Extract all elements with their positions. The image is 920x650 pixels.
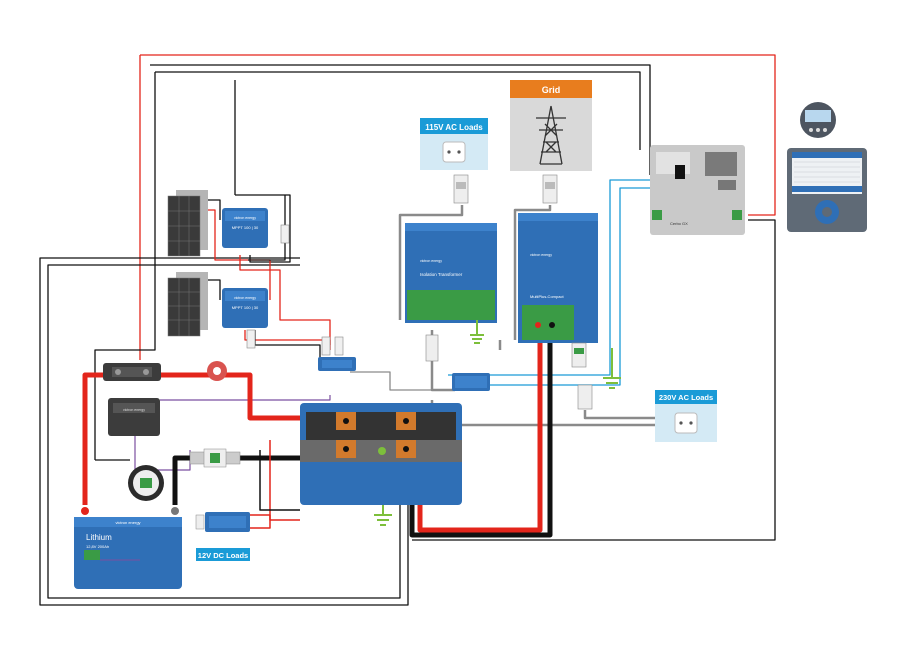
wire-dc-red-main (82, 372, 300, 505)
multiplus-label: MultiPlus-Compact (530, 294, 564, 299)
wire-ac-grey-1 (398, 205, 464, 320)
mppt-2-brand: victron energy (234, 296, 256, 300)
wire-black-right-vert (412, 219, 776, 541)
cerbo-label: Cerbo GX (670, 221, 688, 226)
wire-black-top-mid (248, 195, 286, 261)
mppt-controller-icon-2: MPPT 100 | 30 victron energy (222, 288, 268, 328)
inverter-icon: victron energy MultiPlus-Compact (518, 213, 598, 343)
battery-spec: 12,8V 200Ah (86, 544, 109, 549)
label-text-230v: 230V AC Loads (659, 393, 713, 402)
mppt-controller-icon-dc: victron energy (108, 398, 160, 436)
mppt-controller-icon: MPPT 100 | 30 victron energy (222, 208, 268, 248)
wire-dcload-red2 (250, 514, 271, 529)
wire-black-top-3 (94, 72, 156, 460)
battery-title: Lithium (86, 533, 112, 542)
fuse-icon-dcloads (195, 512, 250, 532)
wire-ac-grey-5 (583, 410, 660, 420)
pylon-icon (536, 105, 566, 165)
dcdc-brand: victron energy (123, 408, 145, 412)
mppt-1-label: MPPT 100 | 30 (232, 225, 259, 230)
shunt-icon (103, 363, 161, 381)
outlet-icon-230 (674, 412, 698, 434)
wire-ac-grey-2 (513, 205, 552, 340)
mppt-2-label: MPPT 100 | 30 (232, 305, 259, 310)
mppt-1-brand: victron energy (234, 216, 256, 220)
solar-panel-icon-2 (167, 272, 208, 337)
battery-icon: victron energy Lithium 12,8V 200Ah (74, 507, 182, 589)
label-text-115v: 115V AC Loads (425, 123, 483, 132)
multiplus-brand: victron energy (530, 253, 552, 257)
label-text-grid: Grid (542, 85, 561, 95)
shunt-icon-bp (318, 357, 356, 371)
wire-mppt2-black (254, 330, 321, 360)
wire-panel-red-1 (208, 209, 271, 300)
wire-ac-grey-4 (430, 400, 660, 427)
fuse-icon-ac-3 (425, 334, 439, 362)
wire-black-outer-1 (39, 257, 409, 606)
label-grid: Grid (510, 80, 592, 171)
gx-device-icon: Cerbo GX (650, 145, 745, 235)
wire-panel-black-2 (208, 279, 221, 300)
label-115v-ac-loads: 115V AC Loads (420, 118, 488, 170)
shunt-icon-ve-bus (452, 373, 490, 391)
busbar-icon (300, 403, 462, 505)
wire-vedirect-2 (470, 187, 660, 386)
wire-red-top (140, 54, 776, 216)
fuse-icon-ac-1 (453, 174, 469, 204)
wire-panel-black-1 (208, 199, 221, 220)
wire-vedirect-1 (448, 179, 660, 376)
wire-black-top-1 (150, 64, 651, 175)
transformer-icon: victron energy Isolation Transformer (405, 223, 497, 323)
battery-brand: victron energy (115, 520, 140, 525)
wire-dc-black-bat (172, 455, 300, 505)
wire-black-top-2 (155, 71, 641, 150)
transformer-label: Isolation Transformer (420, 272, 463, 277)
wire-black-outer-2 (47, 264, 401, 599)
solar-panel-icon (167, 190, 208, 257)
switch-icon (246, 224, 344, 356)
fuse-icon-dc (189, 448, 241, 468)
fuse-icon-mp (571, 342, 593, 410)
wire-grey-top (350, 371, 448, 391)
label-230v-ac-loads: 230V AC Loads (655, 390, 717, 442)
label-12v-dc-loads: 12V DC Loads (196, 548, 250, 561)
label-text-12v: 12V DC Loads (198, 551, 248, 560)
display-icon (787, 148, 867, 232)
outlet-icon (442, 141, 466, 163)
switch-icon-battery (207, 361, 227, 381)
wire-purple-2 (160, 395, 331, 401)
wire-mppt2-red (244, 330, 331, 350)
wire-dcload-red (269, 440, 300, 521)
transformer-brand: victron energy (420, 259, 442, 263)
display-icon-round (800, 102, 836, 138)
wire-mppt1-red (239, 255, 331, 345)
wire-dcload-black (259, 450, 300, 511)
sensor-icon (128, 465, 164, 501)
fuse-icon-ac-2 (542, 174, 558, 204)
